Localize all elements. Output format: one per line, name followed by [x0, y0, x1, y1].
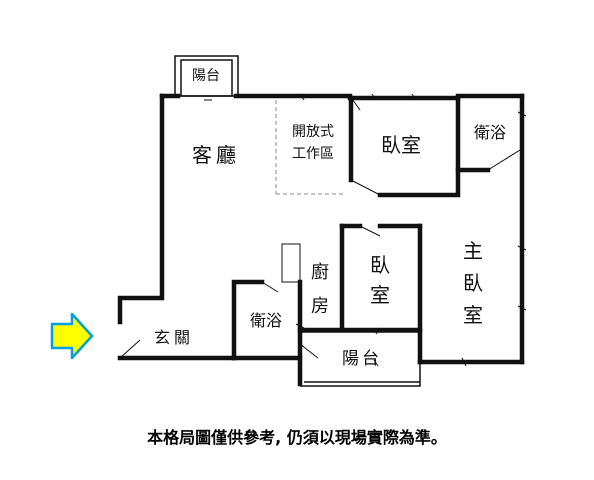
label-master-3: 室: [463, 303, 483, 327]
kitchen-counter: [281, 243, 301, 283]
disclaimer-text: 本格局圖僅供參考, 仍須以現場實際為準。: [147, 428, 447, 447]
label-master-2: 臥: [463, 271, 483, 295]
door-swings: [119, 95, 521, 363]
label-entrance: 玄關: [154, 328, 194, 347]
label-bedroom-mid-2: 室: [370, 283, 390, 307]
label-bedroom-mid-1: 臥: [370, 253, 390, 277]
balcony-top: [174, 55, 239, 97]
label-open-work-1: 開放式: [292, 124, 334, 140]
label-open-work-2: 工作區: [292, 146, 334, 162]
window-marks: [204, 93, 527, 367]
balcony-bottom: [300, 331, 421, 387]
label-kitchen-2: 房: [311, 296, 329, 317]
label-bedroom-top: 臥室: [381, 133, 421, 157]
floor-plan: 陽台 客廳 開放式 工作區 臥室 衛浴 廚 房 臥 室 主 臥 室 衛浴 玄關 …: [50, 55, 527, 387]
right-arrow-icon: [50, 312, 94, 360]
label-kitchen-1: 廚: [311, 261, 329, 283]
label-balcony-top: 陽台: [192, 68, 220, 84]
label-bathroom-mid: 衛浴: [250, 311, 282, 330]
label-bathroom-top: 衛浴: [474, 123, 506, 142]
label-master-1: 主: [463, 239, 483, 263]
label-living-room: 客廳: [192, 143, 240, 167]
open-work-area-outline: [275, 100, 346, 195]
label-balcony-bottom: 陽台: [342, 349, 382, 369]
